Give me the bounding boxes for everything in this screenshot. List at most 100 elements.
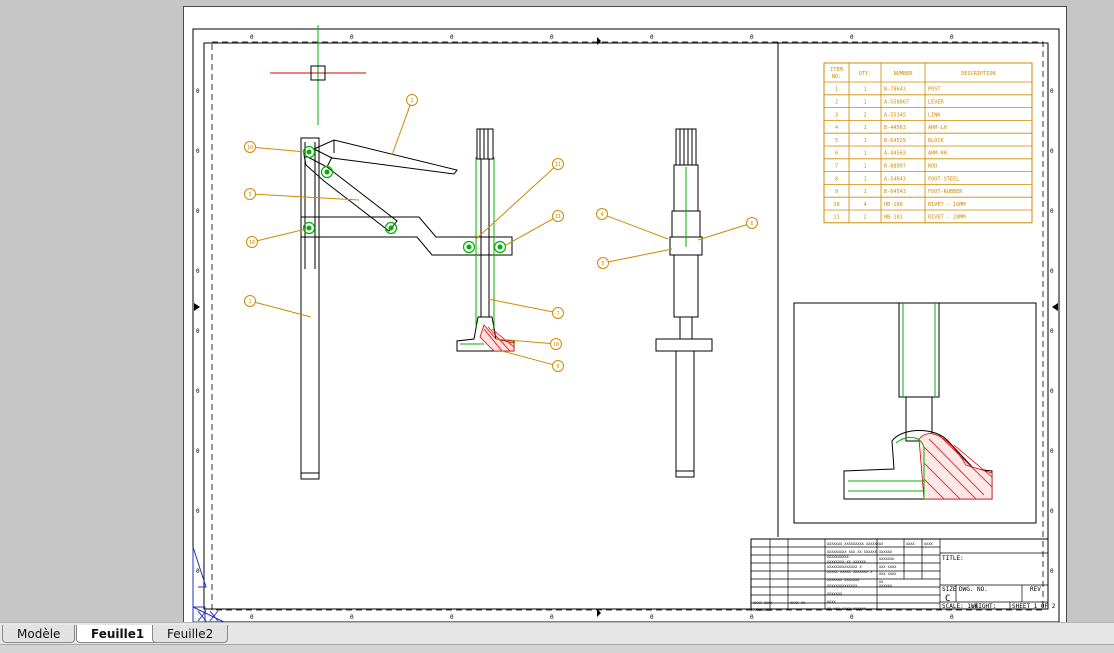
size-value: C: [945, 594, 950, 604]
zone-marker: 0: [950, 34, 954, 41]
zone-marker: 0: [196, 208, 200, 215]
tab-feuille2[interactable]: Feuille2: [152, 625, 229, 643]
balloon-circle: [550, 338, 562, 350]
bom-cell: 1: [863, 164, 866, 170]
svg-text:XXXXXXXXXX: XXXXXXXXXX: [827, 555, 849, 559]
rivet-center: [497, 244, 503, 250]
bom-header: QTY.: [859, 71, 872, 77]
balloon-leader: [501, 350, 553, 366]
post-front-view: [300, 137, 320, 480]
svg-text:XXXXXXX: XXXXXXX: [827, 592, 843, 596]
svg-text:XXXX XX: XXXX XX: [790, 601, 806, 605]
zone-marker: 0: [1050, 88, 1054, 95]
bom-header: DESCRIPTION: [961, 71, 995, 77]
svg-text:XXXXXX: XXXXXX: [879, 584, 893, 588]
svg-text:XXXXXXX XXXXXXX: XXXXXXX XXXXXXX: [827, 578, 860, 582]
bom-cell: 1: [863, 100, 866, 106]
bom-cell: 2: [835, 100, 838, 106]
side-view: [655, 128, 713, 478]
bom-cell: 1: [863, 176, 866, 182]
zone-marker: 0: [1050, 208, 1054, 215]
rivet: [462, 240, 476, 254]
link-front-view: [303, 154, 398, 232]
detail-view: [793, 302, 1037, 524]
zone-marker: 0: [196, 88, 200, 95]
balloon-label: 11: [555, 214, 561, 220]
balloon-label: 10: [249, 240, 255, 246]
bom-cell: B-64529: [884, 138, 906, 144]
balloon-circle: [246, 236, 258, 248]
balloon-circle: [244, 295, 256, 307]
balloon-circle: [552, 307, 564, 319]
zone-marker: 0: [350, 614, 354, 621]
bom-cell: B-78643: [884, 87, 906, 93]
status-strip: [0, 644, 1114, 653]
balloon-circle: [244, 141, 256, 153]
bom-header: NO.: [832, 74, 841, 80]
zone-marker: 0: [950, 614, 954, 621]
zone-marker: 0: [550, 34, 554, 41]
bom-cell: B-88997: [884, 164, 906, 170]
bom-cell: 1: [863, 125, 866, 131]
bom-cell: LINK: [928, 112, 941, 118]
bom-cell: POST: [928, 87, 941, 93]
svg-text:XXXX: XXXX: [827, 600, 836, 604]
bom-header: NUMBER: [894, 71, 914, 77]
rivet: [384, 221, 398, 235]
svg-text:XXXXXXXX XX XXXXXX: XXXXXXXX XX XXXXXX: [827, 560, 867, 564]
zone-marker: 0: [1050, 448, 1054, 455]
balloon-circle: [406, 94, 418, 106]
rivet-center: [324, 169, 330, 175]
bom-cell: 1: [863, 151, 866, 157]
bom-cell: 10: [833, 202, 839, 208]
balloon-circle: [244, 188, 256, 200]
zone-marker: 0: [1050, 388, 1054, 395]
balloon-leader: [391, 104, 411, 156]
zone-marker: 0: [196, 328, 200, 335]
zone-marker: 0: [1050, 268, 1054, 275]
rivet-center: [306, 149, 312, 155]
rivet: [320, 165, 334, 179]
sheet-label: SHEET 1 OF 2: [1012, 603, 1056, 610]
balloon-circle: [552, 210, 564, 222]
pivot-rivets: [302, 145, 507, 345]
balloon-circle: [596, 208, 608, 220]
bom-frame: [823, 62, 1033, 224]
bom-cell: A-54643: [884, 176, 906, 182]
balloon-leader: [255, 301, 312, 318]
dwg-no-label: DWG. NO.: [959, 586, 988, 593]
balloon-circle: [597, 257, 609, 269]
balloon-label: 3: [248, 192, 251, 198]
svg-text:XX: XX: [879, 580, 884, 584]
foot-hatch: [479, 324, 515, 352]
bom-cell: 9: [835, 189, 838, 195]
bom-cell: FOOT-STEEL: [928, 176, 959, 182]
tab-modele[interactable]: Modèle: [2, 625, 76, 643]
balloon-label: 9: [556, 364, 559, 370]
lever-front-view: [312, 139, 458, 175]
balloon-label: 2: [410, 98, 413, 104]
center-mark: [597, 37, 601, 45]
bom-cell: 11: [833, 215, 839, 221]
title-block[interactable]: XXXXXXX XXXXXXX XX XXXX XXXX XX XXXXXXX XXX…: [750, 538, 1056, 612]
balloon-label: 10: [247, 145, 253, 151]
bom-cell: RIVET - 16MM: [928, 202, 965, 208]
balloon-leader: [255, 193, 360, 201]
balloon-label: 5: [601, 261, 604, 267]
title-label: TITLE:: [942, 555, 964, 562]
balloon-leader: [495, 338, 551, 345]
balloon-leader: [606, 215, 669, 240]
tab-feuille1[interactable]: Feuille1: [76, 625, 160, 643]
zone-marker: 0: [650, 34, 654, 41]
zone-marker: 0: [850, 614, 854, 621]
center-mark: [597, 609, 601, 617]
svg-text:XXXX: XXXX: [924, 542, 933, 546]
bom-cell: 1: [863, 189, 866, 195]
bom-cell: 6: [835, 151, 838, 157]
zone-marker: 0: [650, 614, 654, 621]
svg-text:XXXXXXXXXXXXXX: XXXXXXXXXXXXXX: [827, 584, 858, 588]
